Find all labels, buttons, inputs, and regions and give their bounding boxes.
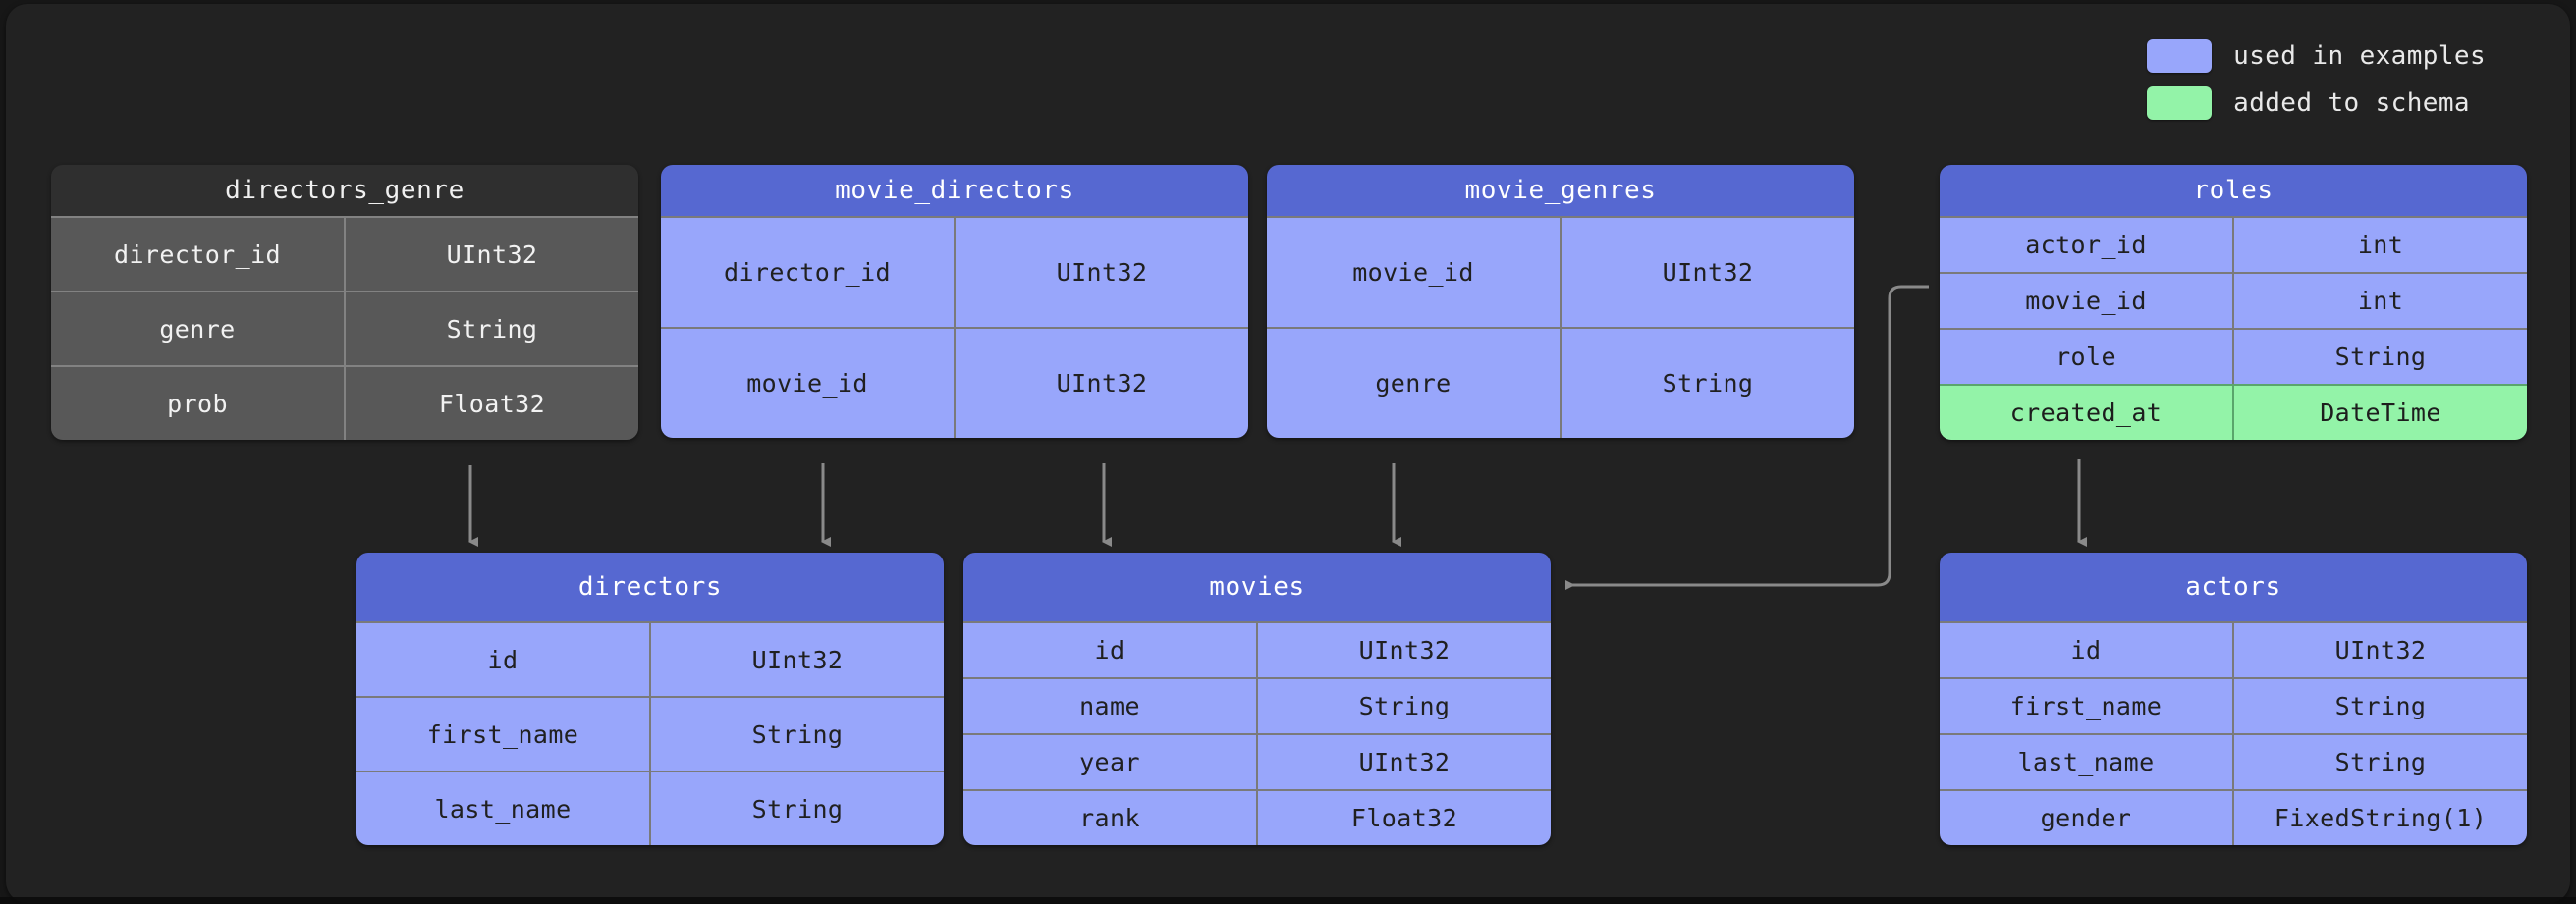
column-type: String [1256, 677, 1551, 733]
column-type: String [344, 291, 638, 365]
legend-label-added-to-schema: added to schema [2233, 88, 2470, 118]
table-row[interactable]: genre String [51, 291, 638, 365]
table-title-roles: roles [1940, 165, 2527, 216]
column-type: String [649, 771, 944, 845]
table-row[interactable]: year UInt32 [963, 733, 1551, 789]
table-row[interactable]: gender FixedString(1) [1940, 789, 2527, 845]
legend-item-added-to-schema: added to schema [2147, 86, 2470, 120]
table-row[interactable]: role String [1940, 328, 2527, 384]
column-name: gender [1940, 789, 2232, 845]
column-type: UInt32 [1256, 733, 1551, 789]
table-row[interactable]: rank Float32 [963, 789, 1551, 845]
legend-label-used-in-examples: used in examples [2233, 41, 2486, 71]
column-type: FixedString(1) [2232, 789, 2527, 845]
table-title-directors: directors [356, 553, 944, 621]
column-type: UInt32 [954, 327, 1248, 438]
column-name: last_name [1940, 733, 2232, 789]
column-type: UInt32 [649, 621, 944, 696]
column-type: UInt32 [1256, 621, 1551, 677]
column-name: prob [51, 365, 344, 440]
table-row[interactable]: first_name String [1940, 677, 2527, 733]
column-name: created_at [1940, 384, 2232, 440]
table-title-movie-directors: movie_directors [661, 165, 1248, 216]
table-movie-directors[interactable]: movie_directors director_id UInt32 movie… [661, 165, 1248, 438]
column-type: String [1560, 327, 1854, 438]
table-directors[interactable]: directors id UInt32 first_name String la… [356, 553, 944, 845]
column-type: UInt32 [954, 216, 1248, 327]
column-type: String [649, 696, 944, 771]
table-row[interactable]: director_id UInt32 [661, 216, 1248, 327]
table-row[interactable]: first_name String [356, 696, 944, 771]
column-name: id [963, 621, 1256, 677]
column-type: String [2232, 733, 2527, 789]
table-row-added[interactable]: created_at DateTime [1940, 384, 2527, 440]
table-title-movies: movies [963, 553, 1551, 621]
table-row[interactable]: genre String [1267, 327, 1854, 438]
bottom-edge-artifact [0, 897, 2576, 904]
table-row[interactable]: last_name String [356, 771, 944, 845]
table-row[interactable]: movie_id int [1940, 272, 2527, 328]
table-roles[interactable]: roles actor_id int movie_id int role Str… [1940, 165, 2527, 440]
table-title-actors: actors [1940, 553, 2527, 621]
column-name: genre [1267, 327, 1560, 438]
column-name: director_id [661, 216, 954, 327]
column-name: rank [963, 789, 1256, 845]
table-row[interactable]: name String [963, 677, 1551, 733]
table-directors-genre[interactable]: directors_genre director_id UInt32 genre… [51, 165, 638, 440]
column-name: first_name [356, 696, 649, 771]
column-type: UInt32 [344, 216, 638, 291]
table-row[interactable]: prob Float32 [51, 365, 638, 440]
column-name: year [963, 733, 1256, 789]
column-type: int [2232, 216, 2527, 272]
column-name: movie_id [1267, 216, 1560, 327]
column-type: Float32 [344, 365, 638, 440]
column-name: id [356, 621, 649, 696]
column-type: int [2232, 272, 2527, 328]
column-name: first_name [1940, 677, 2232, 733]
column-name: movie_id [661, 327, 954, 438]
table-movies[interactable]: movies id UInt32 name String year UInt32… [963, 553, 1551, 845]
legend-item-used-in-examples: used in examples [2147, 39, 2486, 73]
column-type: UInt32 [2232, 621, 2527, 677]
table-row[interactable]: director_id UInt32 [51, 216, 638, 291]
column-name: genre [51, 291, 344, 365]
column-type: String [2232, 677, 2527, 733]
table-title-movie-genres: movie_genres [1267, 165, 1854, 216]
table-movie-genres[interactable]: movie_genres movie_id UInt32 genre Strin… [1267, 165, 1854, 438]
column-type: UInt32 [1560, 216, 1854, 327]
table-row[interactable]: last_name String [1940, 733, 2527, 789]
column-name: role [1940, 328, 2232, 384]
table-row[interactable]: id UInt32 [356, 621, 944, 696]
table-row[interactable]: movie_id UInt32 [1267, 216, 1854, 327]
column-type: Float32 [1256, 789, 1551, 845]
diagram-canvas: used in examples added to schema directo… [6, 4, 2570, 903]
column-type: String [2232, 328, 2527, 384]
table-row[interactable]: movie_id UInt32 [661, 327, 1248, 438]
column-name: name [963, 677, 1256, 733]
table-row[interactable]: actor_id int [1940, 216, 2527, 272]
table-title-directors-genre: directors_genre [51, 165, 638, 216]
legend-swatch-added-to-schema [2147, 86, 2213, 120]
legend: used in examples added to schema [2147, 39, 2486, 120]
column-name: last_name [356, 771, 649, 845]
table-row[interactable]: id UInt32 [963, 621, 1551, 677]
legend-swatch-used-in-examples [2147, 39, 2213, 73]
column-name: actor_id [1940, 216, 2232, 272]
table-actors[interactable]: actors id UInt32 first_name String last_… [1940, 553, 2527, 845]
column-name: id [1940, 621, 2232, 677]
column-name: movie_id [1940, 272, 2232, 328]
table-row[interactable]: id UInt32 [1940, 621, 2527, 677]
column-type: DateTime [2232, 384, 2527, 440]
column-name: director_id [51, 216, 344, 291]
